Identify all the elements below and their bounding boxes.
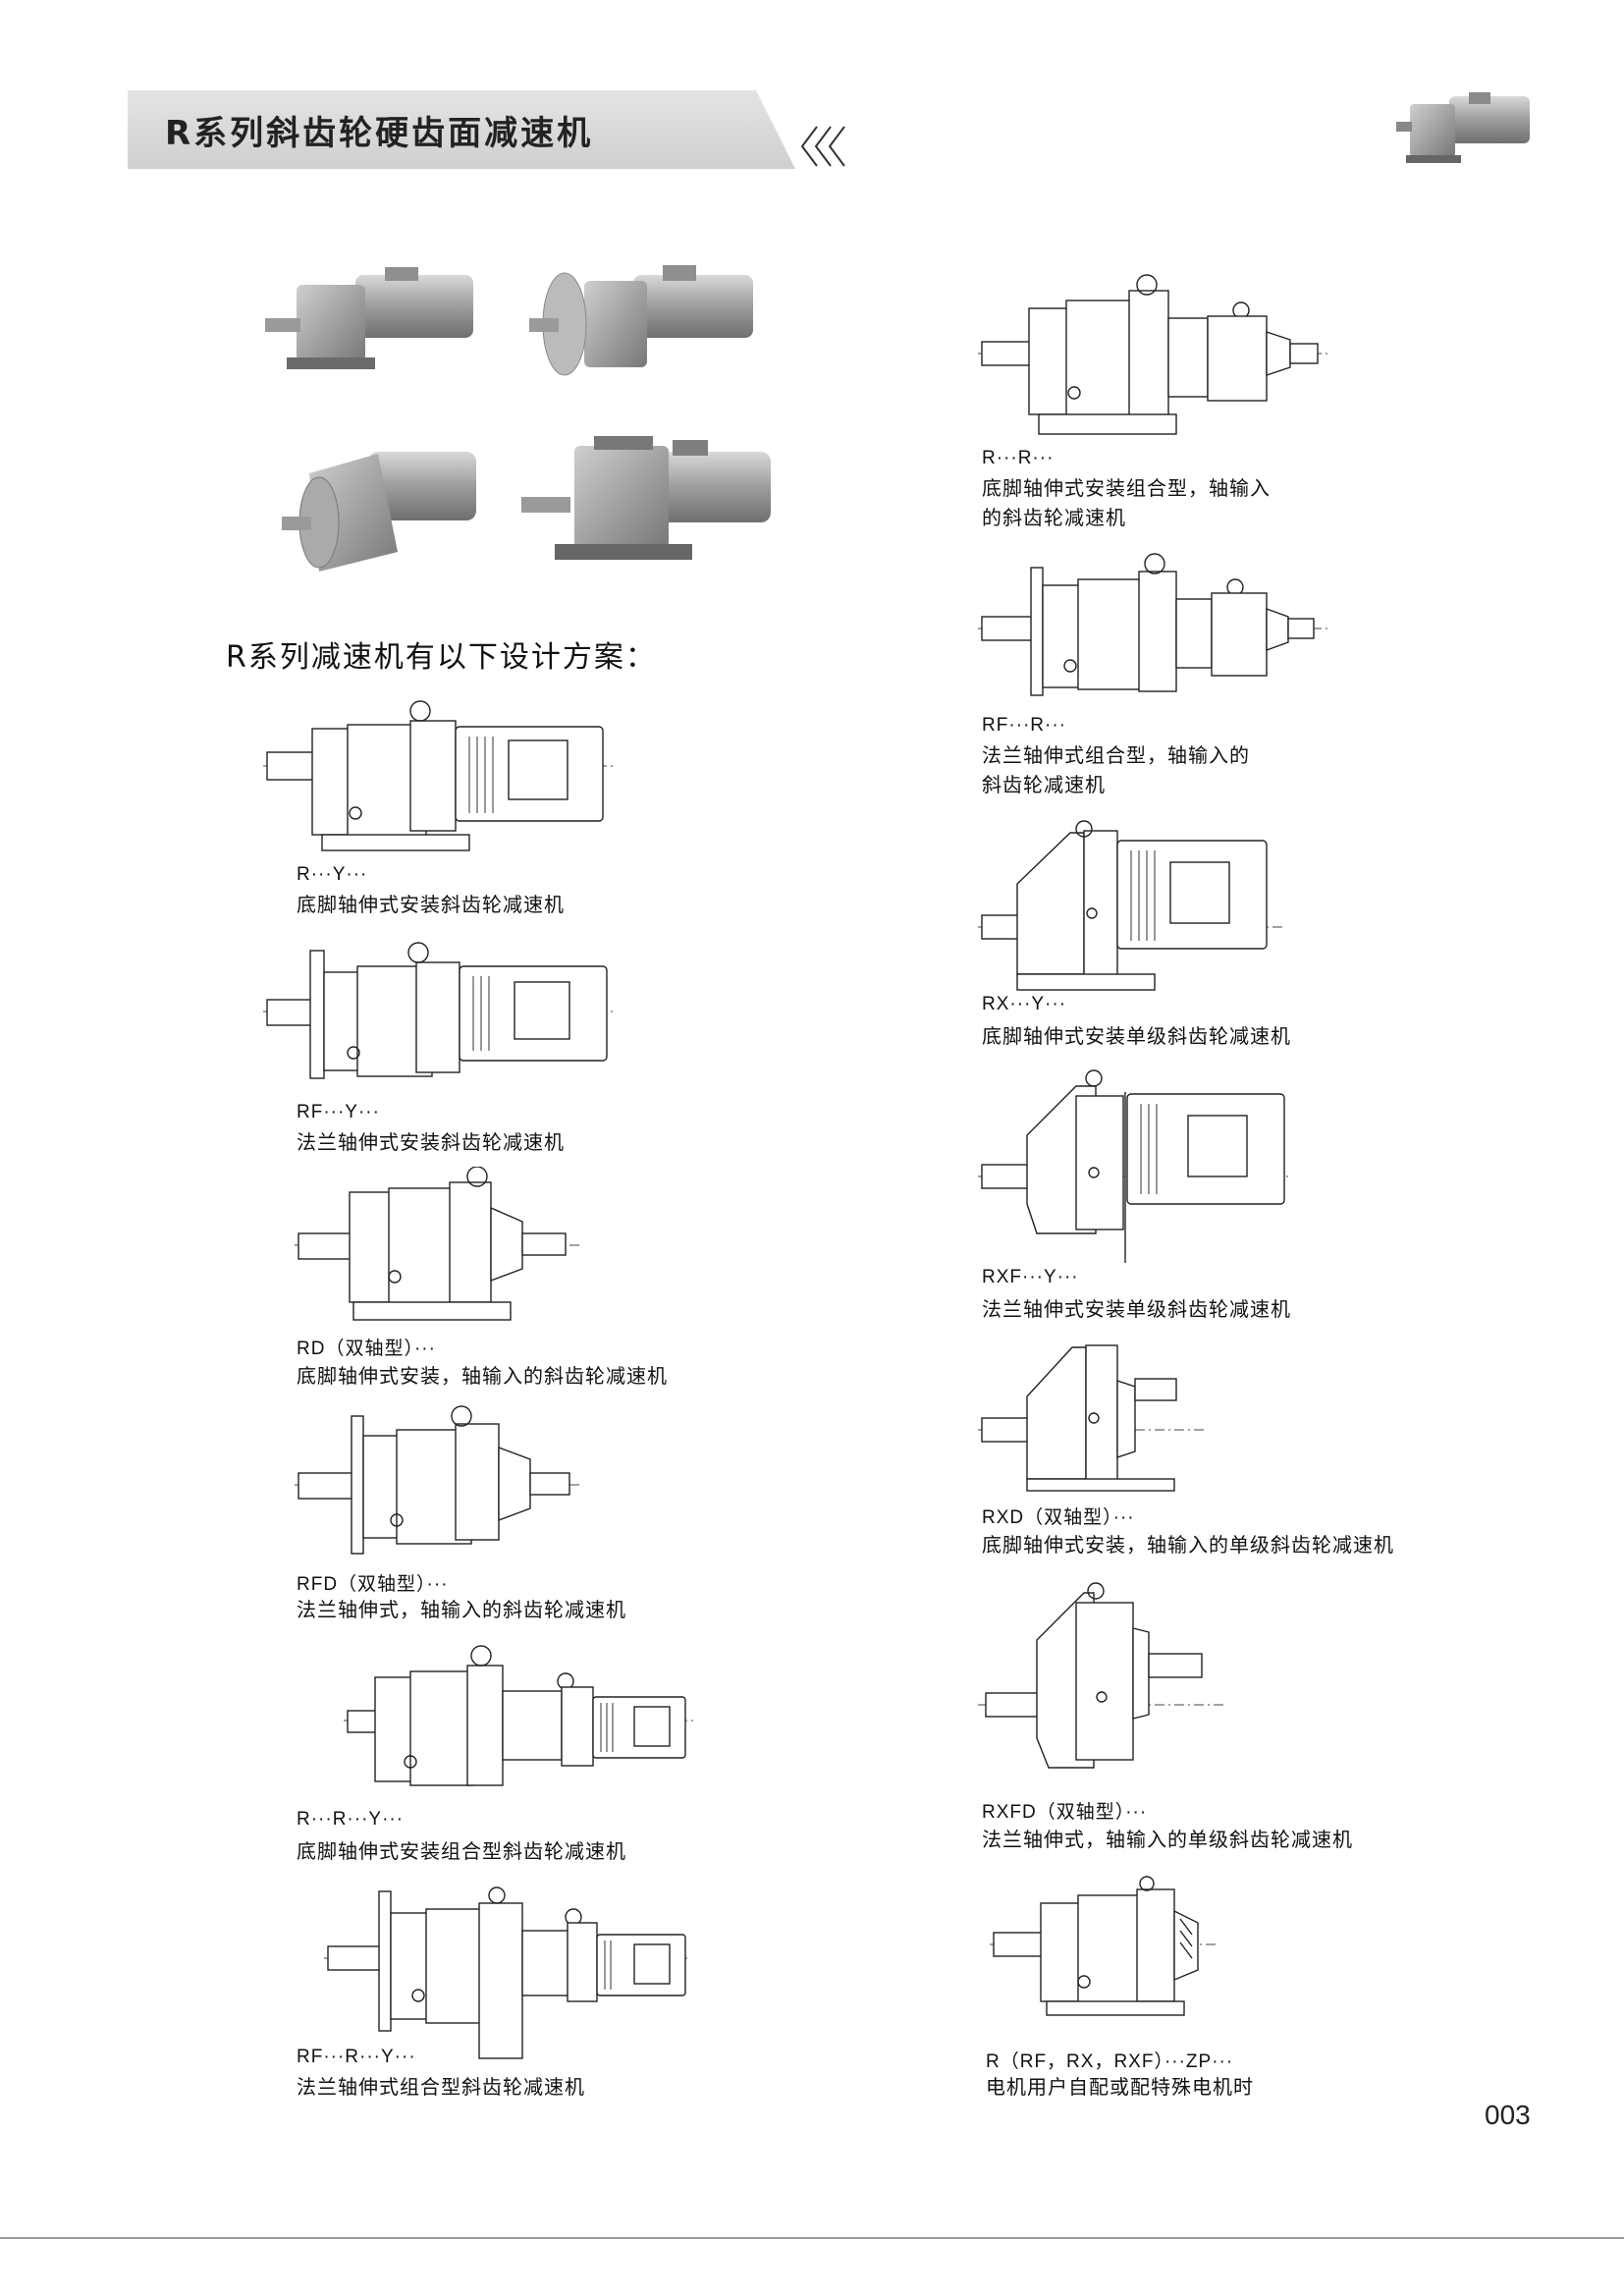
diagram-rxd bbox=[978, 1336, 1214, 1497]
design-code: R···R··· bbox=[982, 448, 1055, 468]
design-code: R···R···Y··· bbox=[297, 1809, 405, 1830]
design-code: R（RF，RX，RXF）···ZP··· bbox=[986, 2051, 1234, 2072]
design-code: RXD（双轴型）··· bbox=[982, 1507, 1135, 1528]
page-number: 003 bbox=[1485, 2100, 1531, 2130]
design-description: 底脚轴伸式安装组合型斜齿轮减速机 bbox=[297, 1839, 626, 1863]
description-line: 法兰轴伸式，轴输入的单级斜齿轮减速机 bbox=[982, 1828, 1353, 1851]
diagram-r-r-y bbox=[344, 1642, 707, 1813]
design-description: 底脚轴伸式安装斜齿轮减速机 bbox=[297, 893, 565, 916]
design-description: 底脚轴伸式安装，轴输入的单级斜齿轮减速机 bbox=[982, 1530, 1394, 1559]
description-line: 底脚轴伸式安装单级斜齿轮减速机 bbox=[982, 1024, 1291, 1048]
design-description: 法兰轴伸式安装斜齿轮减速机 bbox=[297, 1130, 565, 1154]
photo-flange-mounted bbox=[525, 257, 761, 389]
diagram-rf-r-y bbox=[324, 1884, 697, 2064]
design-description: 底脚轴伸式安装单级斜齿轮减速机 bbox=[982, 1021, 1291, 1051]
diagram-rx-y bbox=[978, 815, 1292, 996]
diagram-r-r bbox=[978, 271, 1341, 452]
design-description: 法兰轴伸式安装单级斜齿轮减速机 bbox=[982, 1294, 1291, 1324]
diagram-r-y bbox=[263, 697, 626, 858]
design-description: 法兰轴伸式，轴输入的单级斜齿轮减速机 bbox=[982, 1825, 1353, 1854]
design-description: 底脚轴伸式安装，轴输入的斜齿轮减速机 bbox=[297, 1364, 668, 1388]
description-line: 底脚轴伸式安装，轴输入的单级斜齿轮减速机 bbox=[982, 1533, 1394, 1557]
diagram-rf-r bbox=[978, 550, 1341, 721]
description-line: 的斜齿轮减速机 bbox=[982, 506, 1126, 529]
design-code: RX···Y··· bbox=[982, 994, 1067, 1014]
photo-single-stage-foot bbox=[515, 422, 781, 583]
header-band bbox=[128, 90, 795, 169]
design-code: RF···R··· bbox=[982, 715, 1067, 736]
photo-foot-mounted bbox=[257, 263, 483, 385]
page-title: R系列斜齿轮硬齿面减速机 bbox=[165, 114, 594, 153]
diagram-rxf-y bbox=[978, 1066, 1302, 1267]
diagram-rxfd bbox=[978, 1581, 1233, 1781]
description-line: 法兰轴伸式组合型，轴输入的 bbox=[982, 743, 1250, 767]
design-code: R···Y··· bbox=[297, 864, 368, 885]
footer-rule bbox=[0, 2237, 1624, 2239]
description-line: 法兰轴伸式安装单级斜齿轮减速机 bbox=[982, 1297, 1291, 1321]
diagram-rf-y bbox=[263, 933, 626, 1104]
design-description: 法兰轴伸式组合型斜齿轮减速机 bbox=[297, 2075, 585, 2099]
design-code: RFD（双轴型）··· bbox=[297, 1574, 449, 1595]
chevrons-icon bbox=[797, 122, 852, 175]
header-reducer-thumbnail bbox=[1392, 82, 1549, 175]
design-code: RF···Y··· bbox=[297, 1102, 380, 1122]
design-description: 法兰轴伸式，轴输入的斜齿轮减速机 bbox=[297, 1598, 626, 1621]
intro-heading: R系列减速机有以下设计方案： bbox=[226, 640, 657, 675]
description-line: 电机用户自配或配特殊电机时 bbox=[986, 2075, 1254, 2099]
design-code: RXFD（双轴型）··· bbox=[982, 1802, 1148, 1823]
design-code: RXF···Y··· bbox=[982, 1267, 1079, 1287]
diagram-rd bbox=[295, 1166, 589, 1338]
design-code: RF···R···Y··· bbox=[297, 2047, 416, 2067]
design-description: 电机用户自配或配特殊电机时 bbox=[986, 2072, 1254, 2102]
design-description: 法兰轴伸式组合型，轴输入的 斜齿轮减速机 bbox=[982, 740, 1250, 799]
design-code: RD（双轴型）··· bbox=[297, 1339, 436, 1359]
diagram-rfd bbox=[295, 1402, 589, 1573]
diagram-zp bbox=[990, 1876, 1225, 2027]
description-line: 底脚轴伸式安装组合型，轴输入 bbox=[982, 476, 1271, 500]
photo-single-stage-flange bbox=[280, 434, 496, 585]
design-description: 底脚轴伸式安装组合型，轴输入 的斜齿轮减速机 bbox=[982, 473, 1271, 532]
description-line: 斜齿轮减速机 bbox=[982, 773, 1106, 796]
